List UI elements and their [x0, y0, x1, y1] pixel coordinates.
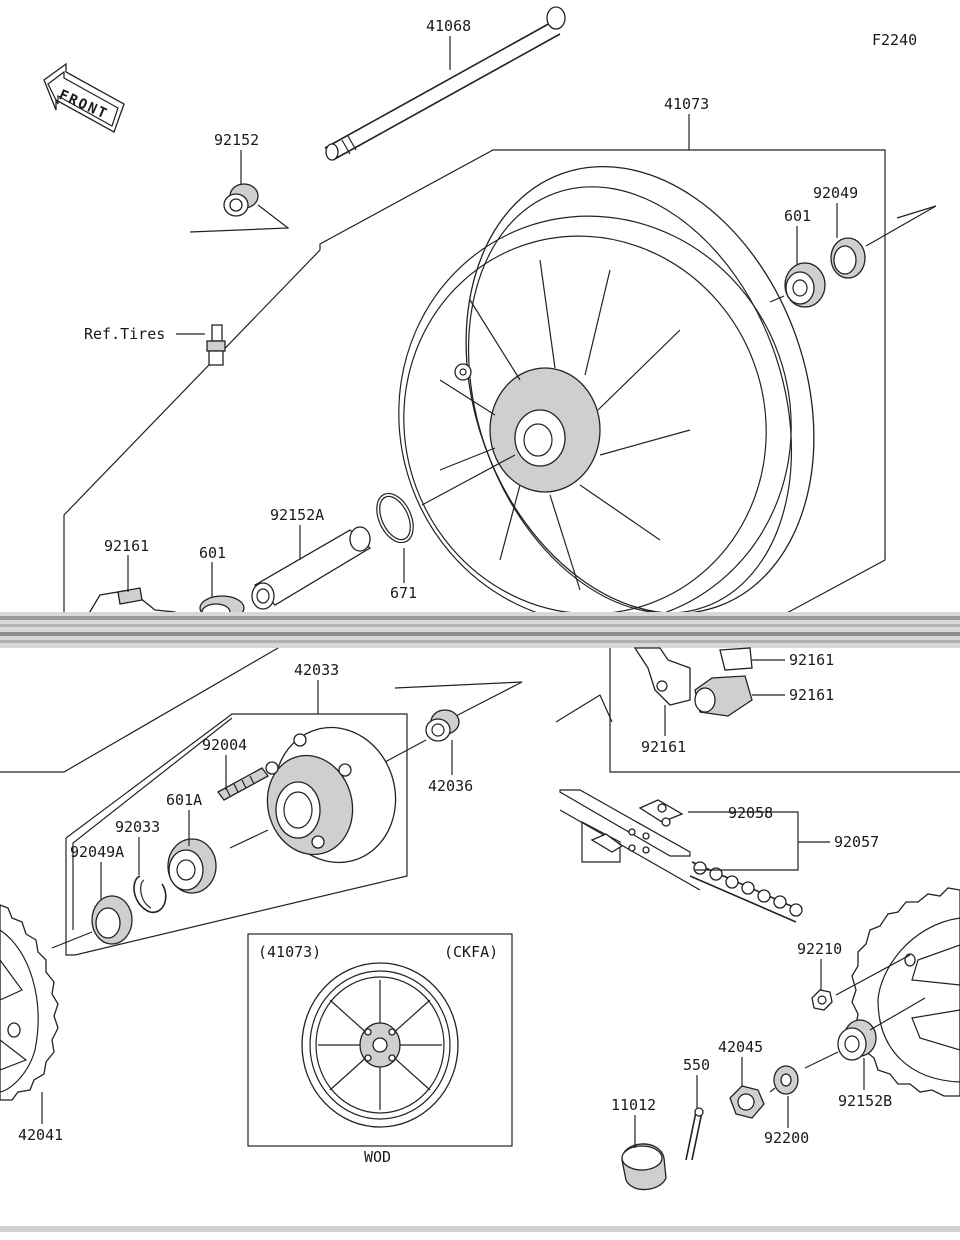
inset-color-code: WOD	[364, 1148, 391, 1166]
label-92210: 92210	[797, 940, 842, 958]
sprocket-hub-42033	[229, 726, 397, 864]
label-671: 671	[390, 584, 417, 602]
hub-frame	[65, 713, 408, 956]
nut-92210	[811, 954, 911, 1011]
cotter-pin-550	[685, 1107, 704, 1161]
stud-92004	[217, 767, 269, 801]
sprocket-right-partial	[851, 887, 960, 1097]
collar-92152A	[251, 526, 372, 610]
castle-nut-42045	[729, 1085, 776, 1119]
callout-box-wheel	[63, 149, 886, 615]
diagram-code: F2240	[872, 31, 917, 49]
bearing-601-top	[769, 262, 826, 308]
label-92152: 92152	[214, 131, 259, 149]
label-92161-left: 92161	[104, 537, 149, 555]
adjuster-leader	[555, 694, 613, 723]
valve-stem-icon	[206, 324, 226, 366]
label-92049: 92049	[813, 184, 858, 202]
leader-lines	[41, 36, 865, 1148]
label-41073: 41073	[664, 95, 709, 113]
chain-bracket	[688, 811, 799, 871]
hub-leader-42036	[394, 681, 523, 719]
label-ref-tires: Ref.Tires	[84, 325, 165, 343]
inset-ref-code: (41073)	[258, 943, 321, 961]
oil-seal-92049A	[51, 895, 133, 949]
label-550: 550	[683, 1056, 710, 1074]
bottom-noise	[0, 1226, 960, 1232]
label-92161-r3: 92161	[641, 738, 686, 756]
axle	[324, 6, 566, 161]
collar-92152B	[804, 997, 926, 1069]
cap-11012	[621, 1143, 667, 1191]
callout-box-adjusters	[609, 648, 960, 773]
scan-noise-band	[0, 612, 960, 648]
circlip-92033	[133, 875, 167, 913]
washer-92200	[773, 1065, 799, 1095]
label-92152A: 92152A	[270, 506, 324, 524]
label-41068: 41068	[426, 17, 471, 35]
drive-chain	[559, 789, 803, 923]
label-601-top: 601	[784, 207, 811, 225]
label-42033: 42033	[294, 661, 339, 679]
label-92161-r2: 92161	[789, 686, 834, 704]
label-92152B: 92152B	[838, 1092, 892, 1110]
hub-frame-inner	[72, 717, 233, 930]
oil-seal-92049	[830, 205, 937, 279]
collar-42036	[384, 709, 460, 763]
label-92033: 92033	[115, 818, 160, 836]
inset-wheel-variant	[247, 933, 513, 1147]
label-42045: 42045	[718, 1038, 763, 1056]
collar-92152	[189, 183, 290, 233]
label-92200: 92200	[764, 1129, 809, 1147]
label-42041: 42041	[18, 1126, 63, 1144]
label-92057: 92057	[834, 833, 879, 851]
chain-adjusters-right	[633, 647, 785, 736]
label-92058: 92058	[728, 804, 773, 822]
front-arrow-icon: FRONT	[43, 62, 125, 133]
label-92004: 92004	[202, 736, 247, 754]
bearing-601A	[167, 838, 217, 894]
o-ring-671	[376, 454, 516, 544]
sprocket-42041-partial	[0, 904, 59, 1101]
inset-variant-code: (CKFA)	[444, 943, 498, 961]
label-92161-r1: 92161	[789, 651, 834, 669]
label-11012: 11012	[611, 1096, 656, 1114]
label-601-left: 601	[199, 544, 226, 562]
label-92049A: 92049A	[70, 843, 124, 861]
callout-box-hub	[0, 647, 279, 773]
label-601A: 601A	[166, 791, 202, 809]
label-42036: 42036	[428, 777, 473, 795]
front-wheel	[398, 165, 815, 625]
